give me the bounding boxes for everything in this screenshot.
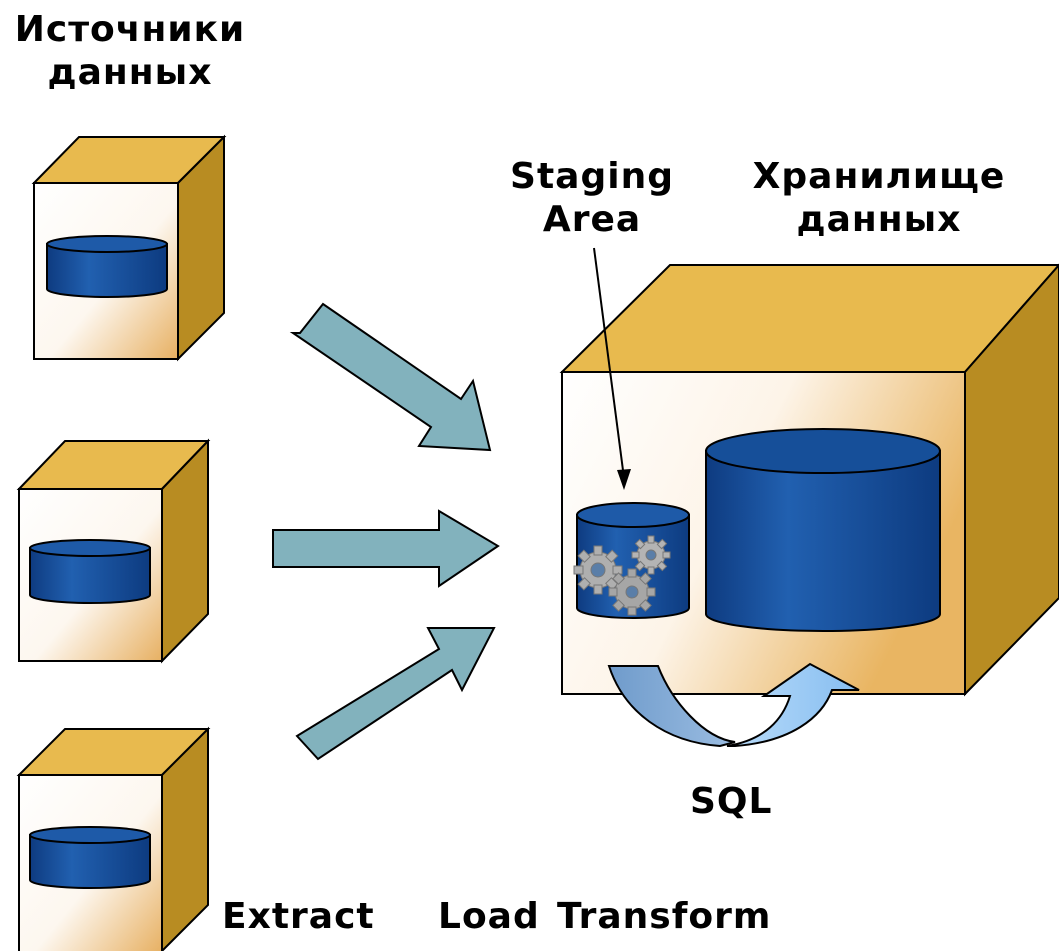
gears-icon	[573, 535, 671, 616]
sources-title: Источники данных	[6, 8, 254, 94]
database-icon	[29, 826, 151, 889]
source-server-2	[16, 438, 211, 664]
sources-title-line1: Источники	[14, 9, 246, 50]
warehouse-title-line2: данных	[796, 199, 962, 241]
staging-area-label: Staging Area	[497, 155, 687, 241]
warehouse-database-icon	[705, 428, 941, 632]
sql-label: SQL	[690, 781, 773, 822]
extract-label: Extract	[222, 896, 375, 937]
source-server-3	[16, 726, 211, 951]
right-arrow-icon	[272, 509, 500, 588]
transform-label: Transform	[557, 896, 772, 937]
right-arrow-icon	[295, 627, 496, 761]
warehouse-title-line1: Хранилище	[752, 156, 1006, 197]
database-icon	[29, 539, 151, 604]
staging-pointer-arrow	[593, 247, 631, 490]
warehouse-title: Хранилище данных	[744, 155, 1014, 241]
right-arrow-icon	[289, 302, 492, 452]
source-server-1	[31, 134, 227, 362]
load-label: Load	[438, 896, 540, 937]
curved-arrow-icon	[607, 662, 860, 748]
staging-area-line2: Area	[542, 199, 642, 241]
data-warehouse-cube	[559, 263, 1059, 697]
database-icon	[46, 235, 168, 298]
staging-area-line1: Staging	[510, 156, 674, 197]
sources-title-line2: данных	[47, 52, 213, 94]
